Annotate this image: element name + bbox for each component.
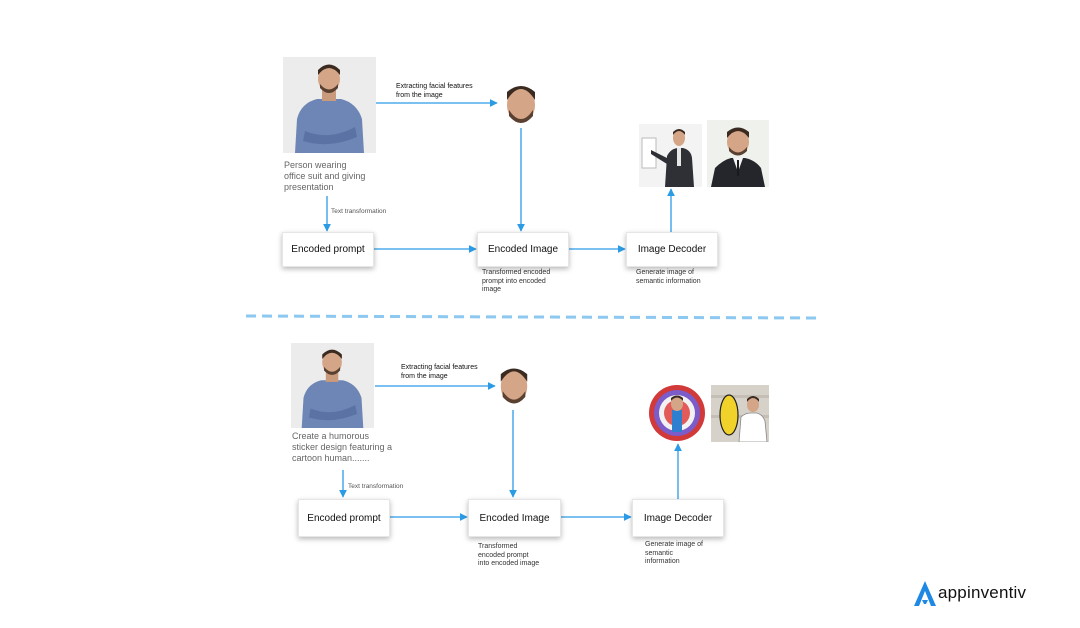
appinventiv-logo-text: appinventiv bbox=[938, 583, 1027, 602]
box-label: Encoded prompt bbox=[291, 244, 365, 255]
output-sticker-target bbox=[648, 384, 706, 442]
bottom-encoded-prompt-box: Encoded prompt bbox=[298, 499, 390, 537]
box-label: Encoded Image bbox=[479, 512, 550, 524]
extracted-face-2 bbox=[497, 362, 531, 409]
output-portrait-image bbox=[707, 120, 769, 187]
extracted-face bbox=[503, 80, 539, 128]
bottom-prompt-caption: Create a humorous sticker design featuri… bbox=[292, 431, 393, 463]
top-image-decoder-box: Image Decoder bbox=[626, 232, 718, 267]
top-text-transformation-label: Text transformation bbox=[331, 208, 387, 215]
top-prompt-caption: Person wearing office suit and giving pr… bbox=[284, 160, 366, 192]
top-extract-label: Extracting facial features from the imag… bbox=[396, 83, 473, 99]
top-encoded-prompt-box: Encoded prompt bbox=[282, 232, 374, 267]
section-divider bbox=[245, 314, 821, 320]
output-sticker-cartoon bbox=[711, 385, 769, 442]
source-photo-man-2 bbox=[291, 343, 374, 428]
top-encoded-image-subtext: Transformed encoded prompt into encoded … bbox=[482, 269, 551, 293]
box-label: Encoded Image bbox=[487, 244, 559, 255]
bottom-extract-label: Extracting facial features from the imag… bbox=[401, 364, 478, 380]
bottom-encoded-image-subtext: Transformed encoded prompt into encoded … bbox=[478, 543, 540, 567]
appinventiv-logo-icon bbox=[913, 580, 937, 607]
bottom-decoder-subtext: Generate image of semantic information bbox=[645, 541, 703, 565]
bottom-image-decoder-box: Image Decoder bbox=[632, 499, 724, 537]
box-label: Encoded prompt bbox=[307, 512, 381, 524]
output-presentation-image bbox=[639, 124, 702, 187]
top-encoded-image-box: Encoded Image bbox=[477, 232, 569, 267]
bottom-text-transformation-label: Text transformation bbox=[348, 483, 404, 490]
source-photo-man bbox=[283, 57, 376, 153]
top-decoder-subtext: Generate image of semantic information bbox=[636, 269, 701, 285]
box-label: Image Decoder bbox=[643, 512, 713, 524]
bottom-encoded-image-box: Encoded Image bbox=[468, 499, 561, 537]
box-label: Image Decoder bbox=[637, 244, 707, 255]
